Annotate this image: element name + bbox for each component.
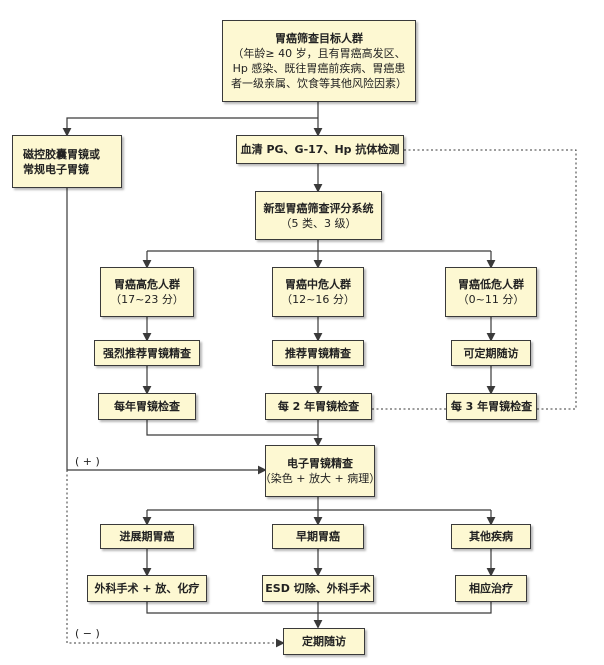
node-mid-risk-score: （12~16 分） xyxy=(281,293,355,306)
node-target-population: 胃癌筛查目标人群 （年龄≥ 40 岁，且有胃癌高发区、 Hp 感染、既往胃癌前疾… xyxy=(222,20,416,102)
node-early-cancer: 早期胃癌 xyxy=(272,524,364,549)
edge-capsule-negative xyxy=(66,470,285,648)
node-low-risk-score: （0~11 分） xyxy=(457,293,525,306)
node-surgery-chemo-label: 外科手术 + 放、化疗 xyxy=(94,582,200,595)
node-capsule-line1: 磁控胶囊胃镜或 xyxy=(23,147,100,161)
edge-target-capsule xyxy=(62,117,318,137)
negative-sign: ( − ) xyxy=(75,627,100,640)
node-serum-label: 血清 PG、G-17、Hp 抗体检测 xyxy=(240,143,400,156)
node-scoring-system: 新型胃癌筛查评分系统 （5 类、3 级） xyxy=(255,191,382,240)
node-low-risk-title: 胃癌低危人群 xyxy=(458,278,524,291)
node-target-line2: Hp 感染、既往胃癌前疾病、胃癌患 xyxy=(232,62,406,75)
node-low-risk: 胃癌低危人群 （0~11 分） xyxy=(445,267,537,317)
node-serum-test: 血清 PG、G-17、Hp 抗体检测 xyxy=(236,135,404,164)
node-esd-surgery-label: ESD 切除、外科手术 xyxy=(265,582,371,595)
node-advanced-cancer-label: 进展期胃癌 xyxy=(119,530,175,543)
node-three-year-exam: 每 3 年胃镜检查 xyxy=(446,393,537,420)
node-high-risk-title: 胃癌高危人群 xyxy=(114,278,180,291)
node-surgery-chemo: 外科手术 + 放、化疗 xyxy=(87,575,207,602)
node-two-year-exam-label: 每 2 年胃镜检查 xyxy=(277,400,360,413)
edge-yearly-electronic xyxy=(146,420,318,436)
node-target-line1: （年龄≥ 40 岁，且有胃癌高发区、 xyxy=(232,47,406,60)
positive-sign: ( + ) xyxy=(75,455,100,468)
node-target-line3: 者一级亲属、饮食等其他风险因素） xyxy=(231,77,407,90)
node-high-risk-score: （17~23 分） xyxy=(110,293,184,306)
node-early-cancer-label: 早期胃癌 xyxy=(296,530,340,543)
node-followup-label: 定期随访 xyxy=(302,635,346,648)
node-two-year-exam: 每 2 年胃镜检查 xyxy=(265,393,372,420)
node-regular-followup-label: 可定期随访 xyxy=(463,346,519,360)
node-mid-risk: 胃癌中危人群 （12~16 分） xyxy=(272,267,364,317)
node-treatment: 相应治疗 xyxy=(455,575,527,602)
node-recommend: 推荐胃镜精查 xyxy=(272,340,364,366)
node-capsule-line2: 常规电子胃镜 xyxy=(23,162,89,176)
edge-capsule-positive xyxy=(66,188,267,475)
node-regular-followup: 可定期随访 xyxy=(451,340,531,366)
node-electronic-sub: （染色 + 放大 + 病理） xyxy=(259,472,381,485)
node-esd-surgery: ESD 切除、外科手术 xyxy=(262,575,374,602)
node-strong-recommend: 强烈推荐胃镜精查 xyxy=(94,340,200,366)
node-yearly-exam: 每年胃镜检查 xyxy=(98,393,196,420)
node-followup: 定期随访 xyxy=(283,628,365,655)
node-target-title: 胃癌筛查目标人群 xyxy=(275,32,363,45)
node-electronic-endoscopy: 电子胃镜精查 （染色 + 放大 + 病理） xyxy=(260,445,380,497)
edge-treatments-merge xyxy=(146,602,492,614)
edge-serum-loop xyxy=(404,149,577,410)
node-high-risk: 胃癌高危人群 （17~23 分） xyxy=(100,267,194,317)
node-scoring-sub: （5 类、3 级） xyxy=(280,216,357,230)
node-other-disease: 其他疾病 xyxy=(451,524,531,549)
node-three-year-exam-label: 每 3 年胃镜检查 xyxy=(450,400,533,413)
node-other-disease-label: 其他疾病 xyxy=(469,530,513,543)
node-scoring-title: 新型胃癌筛查评分系统 xyxy=(263,201,374,215)
node-advanced-cancer: 进展期胃癌 xyxy=(100,524,194,549)
node-yearly-exam-label: 每年胃镜检查 xyxy=(114,400,180,413)
node-strong-recommend-label: 强烈推荐胃镜精查 xyxy=(103,346,191,360)
node-mid-risk-title: 胃癌中危人群 xyxy=(285,278,351,291)
node-electronic-title: 电子胃镜精查 xyxy=(287,457,353,470)
node-recommend-label: 推荐胃镜精查 xyxy=(285,346,351,360)
node-treatment-label: 相应治疗 xyxy=(469,582,513,595)
node-capsule-endoscopy: 磁控胶囊胃镜或 常规电子胃镜 xyxy=(12,135,122,188)
